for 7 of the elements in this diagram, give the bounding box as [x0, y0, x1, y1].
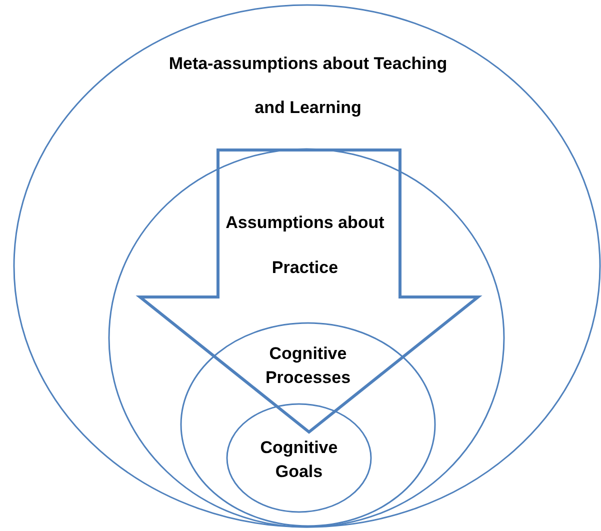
region-label: Assumptions about Practice [224, 212, 386, 279]
ellipse-region [226, 403, 372, 513]
ellipse-region [180, 322, 436, 527]
region-label: Meta-assumptions about Teaching and Learning [168, 53, 448, 119]
ellipse-region [13, 4, 601, 528]
region-label: Cognitive Processes [264, 343, 352, 389]
region-label: Cognitive Goals [259, 437, 339, 483]
